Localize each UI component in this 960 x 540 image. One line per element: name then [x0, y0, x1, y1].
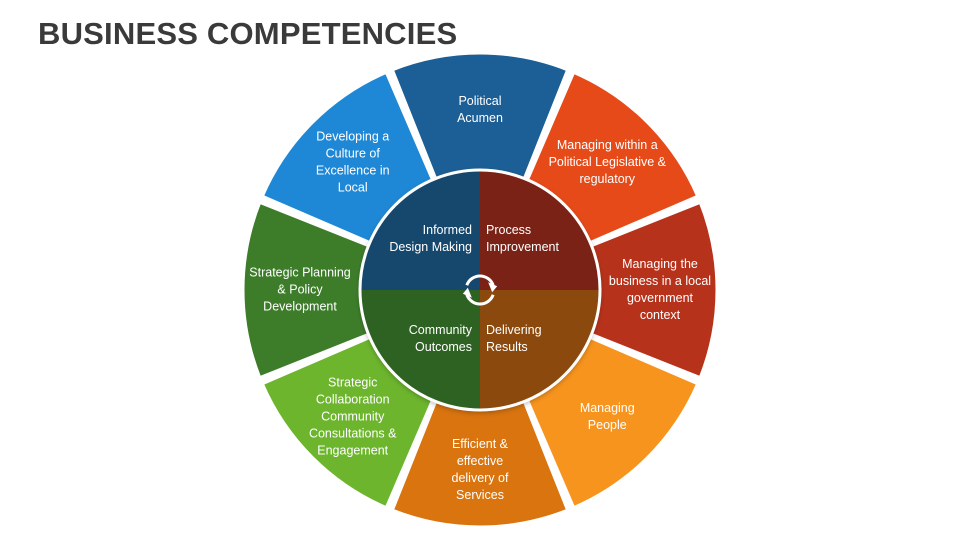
segment-label-political-acumen-line: Acumen — [457, 111, 503, 125]
quadrant-community-outcomes — [360, 290, 480, 410]
segment-label-managing-within-political-legislative: Managing within a Political Legislative &… — [549, 138, 667, 186]
inner-quadrants — [360, 170, 600, 410]
segment-label-managing-people-line: People — [588, 418, 627, 432]
quadrant-delivering-results — [480, 290, 600, 410]
segment-label-strategic-collaboration-line: Engagement — [317, 444, 388, 458]
quadrant-label-informed-design-making-line: Informed — [423, 223, 472, 237]
quadrant-label-process-improvement-line: Improvement — [486, 240, 559, 254]
cycle-arrow-bottom — [465, 294, 495, 306]
segment-label-developing-culture-excellence: Developing a Culture of Excellence in Local — [316, 130, 390, 195]
segment-label-developing-culture-excellence-line: Developing a — [316, 130, 389, 144]
segment-label-managing-business-local-government-line: government — [627, 291, 694, 305]
segment-label-efficient-effective-delivery-line: Efficient & — [452, 437, 509, 451]
quadrant-label-informed-design-making-line: Design Making — [389, 240, 472, 254]
segment-label-strategic-planning-policy-line: Strategic Planning — [249, 265, 351, 279]
quadrant-informed-design-making — [360, 170, 480, 290]
segment-label-strategic-planning-policy-line: & Policy — [277, 282, 323, 296]
segment-label-managing-business-local-government-line: business in a local — [609, 274, 711, 288]
quadrant-label-delivering-results-line: Results — [486, 340, 528, 354]
segment-label-political-acumen-line: Political — [458, 94, 501, 108]
quadrant-process-improvement — [480, 170, 600, 290]
segment-label-strategic-collaboration: StrategicCollaborationCommunityConsultat… — [309, 376, 397, 458]
cycle-arrowhead-bottom — [462, 287, 472, 298]
quadrant-label-community-outcomes-line: Outcomes — [415, 340, 472, 354]
segment-label-managing-within-political-legislative-line: Managing within a — [557, 138, 658, 152]
segment-label-strategic-collaboration-line: Strategic — [328, 376, 377, 390]
segment-label-efficient-effective-delivery-line: effective — [457, 454, 503, 468]
cycle-arrowhead-top — [488, 282, 498, 293]
segment-label-developing-culture-excellence-line: Excellence in — [316, 164, 390, 178]
cycle-arrow-top — [465, 274, 495, 286]
segment-label-managing-within-political-legislative-line: regulatory — [579, 172, 635, 186]
segment-label-strategic-planning-policy-line: Development — [263, 299, 337, 313]
inner-circle-border — [358, 168, 602, 412]
quadrant-label-community-outcomes-line: Community — [409, 323, 473, 337]
segment-label-managing-people-line: Managing — [580, 401, 635, 415]
segment-label-developing-culture-excellence-line: Local — [338, 181, 368, 195]
segment-label-managing-business-local-government: Managing the business in a local governmen… — [609, 257, 711, 322]
quadrant-label-process-improvement-line: Process — [486, 223, 531, 237]
page-title: BUSINESS COMPETENCIES — [38, 16, 458, 51]
segment-label-managing-business-local-government-line: context — [640, 308, 681, 322]
segment-label-efficient-effective-delivery: Efficient & effective delivery of Services — [452, 437, 509, 502]
segment-label-efficient-effective-delivery-line: Services — [456, 488, 504, 502]
segment-label-strategic-collaboration-line: Consultations & — [309, 427, 397, 441]
cycle-arrows-icon — [462, 274, 498, 306]
segment-label-efficient-effective-delivery-line: delivery of — [452, 471, 509, 485]
segment-label-developing-culture-excellence-line: Culture of — [326, 147, 381, 161]
segment-label-strategic-collaboration-line: Collaboration — [316, 393, 390, 407]
segment-label-managing-within-political-legislative-line: Political Legislative & — [549, 155, 667, 169]
segment-label-managing-business-local-government-line: Managing the — [622, 257, 698, 271]
segment-label-strategic-collaboration-line: Community — [321, 410, 385, 424]
quadrant-label-delivering-results-line: Delivering — [486, 323, 542, 337]
